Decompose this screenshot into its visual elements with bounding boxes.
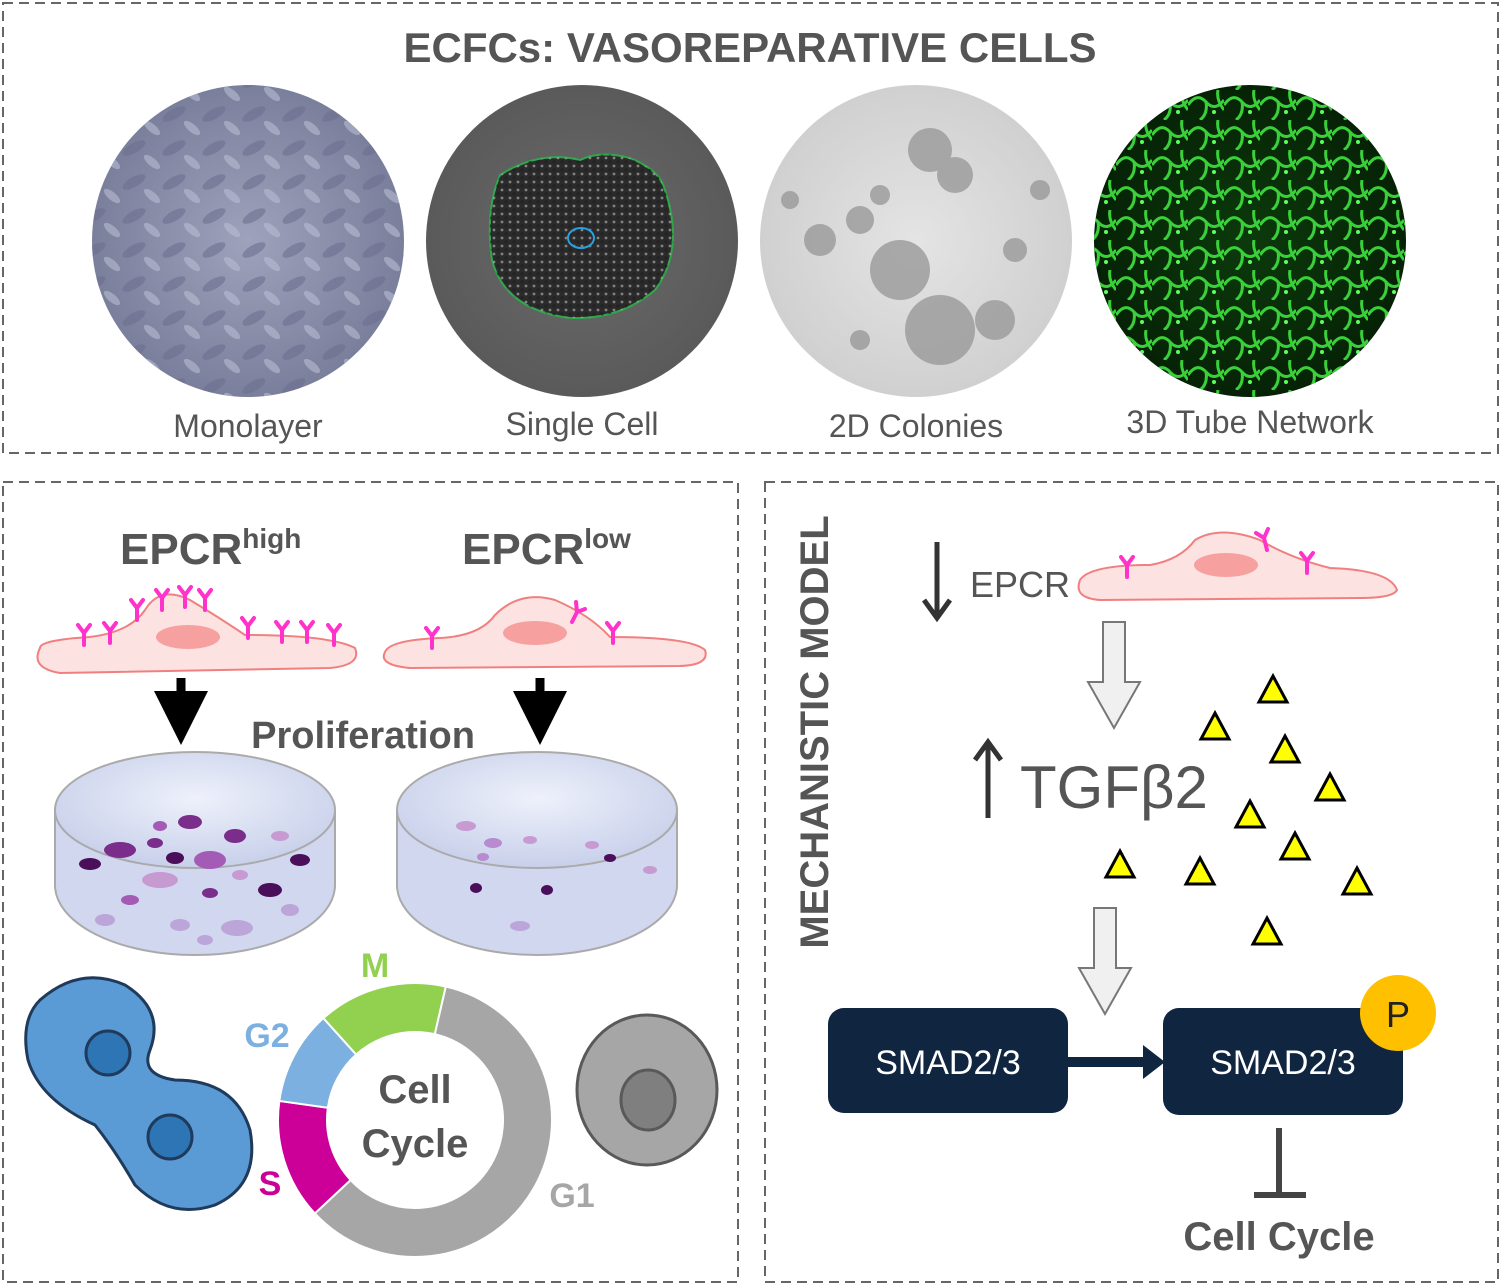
- tgf-ligand-triangle: [1183, 854, 1217, 886]
- epcr-high-cell-icon: [36, 585, 358, 675]
- cell-cycle-label: Cell Cycle: [1183, 1215, 1374, 1259]
- tgf-beta2-label: TGFβ2: [1020, 754, 1208, 821]
- tgf-ligand-triangle: [1278, 829, 1312, 861]
- top-panel-border: [2, 2, 1499, 454]
- hollow-arrow-down-1: [1086, 621, 1142, 731]
- tgf-ligand-triangle: [1233, 797, 1267, 829]
- tgf-ligand-triangle: [1198, 709, 1232, 741]
- phase-label-m: M: [361, 947, 389, 985]
- mechanistic-model-title: MECHANISTIC MODEL: [793, 515, 837, 948]
- phase-label-g2: G2: [244, 1017, 289, 1055]
- tgf-ligand-triangle: [1256, 672, 1290, 704]
- dividing-cell-icon: [24, 976, 254, 1211]
- smad-box-right: [1163, 1008, 1403, 1115]
- image-label-3d-tube-network: 3D Tube Network: [1126, 404, 1374, 440]
- epcr-label: EPCR: [970, 564, 1070, 605]
- tgf-ligand-triangle: [1340, 864, 1374, 896]
- 3d-tube-network-image: [1094, 85, 1406, 397]
- cell-cycle-center-line2: Cycle: [362, 1122, 469, 1166]
- epcr-low-cell-icon: [382, 596, 707, 670]
- down-arrow-icon: [921, 542, 953, 623]
- right-panel-border: [764, 481, 1499, 1283]
- 2d-colonies-image: [760, 85, 1072, 397]
- epcr-low-label: EPCRlow: [462, 523, 631, 574]
- tgf-beta2-ligands: [1103, 672, 1374, 946]
- proliferation-label: Proliferation: [251, 715, 475, 757]
- petri-dish-high: [54, 751, 336, 956]
- image-label-monolayer: Monolayer: [173, 408, 323, 444]
- cell-cycle-center-line1: Cell: [378, 1068, 451, 1112]
- hollow-arrow-down-2: [1077, 907, 1133, 1017]
- image-label-2d-colonies: 2D Colonies: [829, 408, 1003, 444]
- smad-box-left: [828, 1008, 1068, 1113]
- petri-dish-low: [396, 751, 678, 956]
- cell-cycle-ring: [277, 982, 554, 1258]
- smad-label-left: SMAD2/3: [875, 1044, 1021, 1082]
- tgf-ligand-triangle: [1268, 732, 1302, 764]
- image-label-single-cell: Single Cell: [506, 406, 659, 442]
- top-panel-title: ECFCs: VASOREPARATIVE CELLS: [403, 24, 1096, 71]
- tgf-ligand-triangle: [1313, 770, 1347, 802]
- activation-arrowhead: [1143, 1045, 1165, 1079]
- smad-label-right: SMAD2/3: [1210, 1044, 1356, 1082]
- cell-icon: [1077, 527, 1399, 602]
- single-cell-image: [426, 85, 738, 397]
- phospho-badge: [1360, 975, 1436, 1051]
- monolayer-image: [92, 85, 404, 397]
- cell-cycle-segment-g1: [313, 985, 554, 1258]
- epcr-high-label: EPCRhigh: [120, 523, 301, 574]
- phase-label-s: S: [259, 1165, 282, 1203]
- quiescent-cell-icon: [575, 1013, 719, 1167]
- tgf-ligand-triangle: [1250, 914, 1284, 946]
- phospho-label: P: [1386, 994, 1410, 1035]
- inhibition-bar: [1254, 1128, 1306, 1198]
- cell-cycle-segment-g2: [278, 1016, 358, 1109]
- up-arrow-icon: [972, 737, 1004, 818]
- tgf-ligand-triangle: [1103, 847, 1137, 879]
- phase-label-g1: G1: [549, 1177, 594, 1215]
